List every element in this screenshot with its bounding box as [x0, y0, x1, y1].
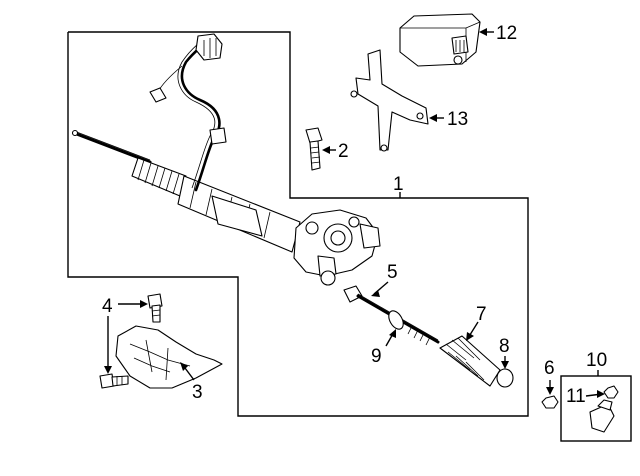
- nut-icon-small[interactable]: [603, 385, 619, 399]
- callout-11: 11: [566, 386, 586, 407]
- assembly-frame: [67, 31, 529, 417]
- callout-4: 4: [102, 296, 113, 317]
- nut-icon[interactable]: [541, 395, 559, 409]
- callout-5: 5: [387, 262, 398, 283]
- heat-shield-icon[interactable]: [115, 325, 223, 389]
- bolt-icon[interactable]: [305, 127, 323, 171]
- callout-12: 12: [496, 23, 517, 44]
- callout-8: 8: [499, 336, 510, 357]
- callout-10: 10: [586, 350, 607, 371]
- clamp-icon[interactable]: [496, 368, 514, 388]
- callout-3: 3: [192, 382, 203, 403]
- callout-9: 9: [371, 346, 382, 367]
- boot-icon[interactable]: [439, 335, 501, 387]
- callout-7: 7: [476, 304, 487, 325]
- leader-lines: [104, 28, 605, 398]
- callout-6: 6: [544, 358, 555, 379]
- callout-1: 1: [393, 174, 404, 195]
- callout-2: 2: [338, 141, 349, 162]
- callout-13: 13: [447, 109, 468, 130]
- steering-rack-assembly-icon[interactable]: [71, 33, 381, 286]
- bracket-icon[interactable]: [350, 49, 429, 152]
- clamp-ring-icon[interactable]: [386, 308, 406, 331]
- bolt-icon-lower[interactable]: [99, 373, 129, 389]
- bolt-icon-upper[interactable]: [147, 293, 163, 323]
- control-module-icon[interactable]: [399, 13, 481, 67]
- outer-tie-rod-frame: [560, 375, 632, 442]
- outer-tie-rod-icon[interactable]: [589, 399, 615, 433]
